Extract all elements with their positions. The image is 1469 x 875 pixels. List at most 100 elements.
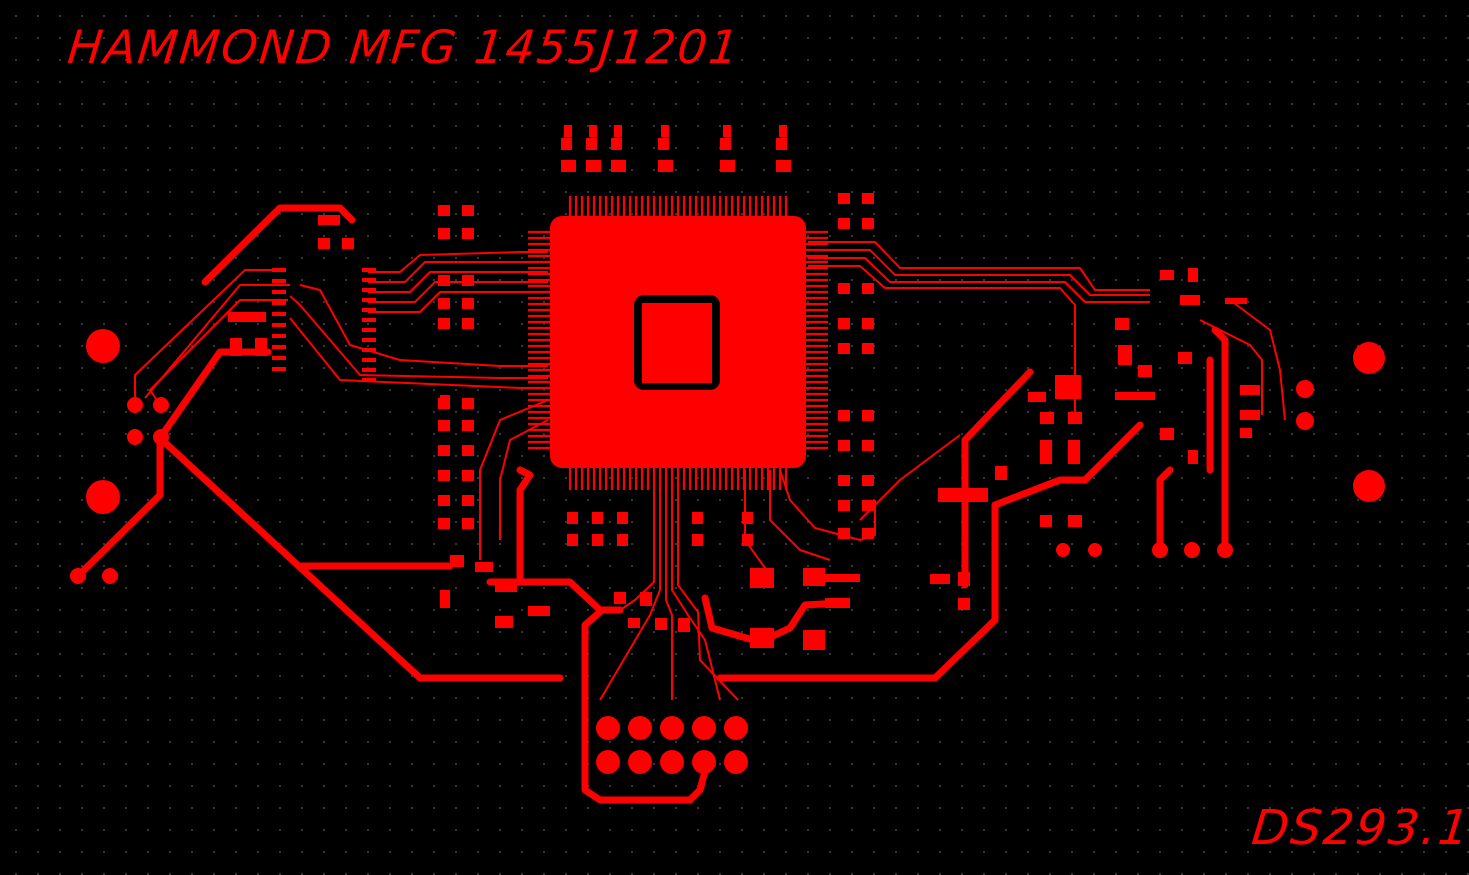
pad-right-3	[1152, 542, 1168, 558]
smd-pad	[450, 555, 464, 567]
smd-pad	[825, 574, 860, 582]
smd-pad	[628, 618, 640, 628]
trace-sig-13	[808, 257, 1150, 303]
smd-pad	[1068, 412, 1082, 424]
smd-stub	[723, 125, 731, 137]
smd-resistor	[838, 283, 850, 294]
smd-pad	[228, 312, 266, 322]
trace-right-col2	[1211, 326, 1229, 554]
smd-capacitor	[692, 534, 703, 546]
pad-right-6	[1056, 543, 1070, 557]
smd-pad	[1138, 365, 1152, 377]
mount-hole-right-top	[1353, 342, 1385, 374]
trace-sig-1	[134, 269, 285, 405]
smd-resistor	[462, 470, 474, 481]
smd-inductor	[750, 568, 774, 588]
ic-pin	[362, 378, 376, 382]
smd-resistor	[438, 275, 450, 286]
smd-pad	[938, 488, 988, 502]
smd-resistor	[438, 228, 450, 239]
ic-pin	[362, 278, 376, 282]
smd-resistor	[342, 238, 354, 249]
smd-pad	[614, 592, 626, 604]
smd-pad	[1180, 295, 1200, 305]
pad-right-7	[1088, 543, 1102, 557]
ic-pin	[272, 268, 286, 272]
smd-pad	[995, 466, 1007, 480]
smd-capacitor	[692, 512, 703, 524]
smd-resistor	[838, 410, 850, 421]
pad-left-5	[70, 568, 86, 584]
smd-resistor	[838, 343, 850, 354]
smd-pad	[528, 606, 550, 616]
smd-resistor	[838, 193, 850, 204]
smd-capacitor	[776, 138, 787, 150]
pad-right-5	[1217, 542, 1233, 558]
smd-pad	[1028, 392, 1046, 402]
ic-pin	[272, 279, 286, 283]
smd-pad	[230, 338, 242, 356]
smd-resistor	[438, 205, 450, 216]
ic-pin	[272, 356, 286, 360]
trace-sig-28	[499, 419, 549, 540]
smd-capacitor	[720, 138, 731, 150]
mount-hole-left-bottom	[86, 480, 120, 514]
smd-pad	[561, 160, 576, 172]
header-pin	[628, 716, 652, 740]
header-pin	[660, 716, 684, 740]
mount-hole-right-bottom	[1353, 470, 1385, 502]
smd-capacitor	[561, 138, 572, 150]
trace-right-vert	[961, 368, 1034, 589]
smd-capacitor	[742, 534, 753, 546]
through-hole-pads	[70, 329, 1385, 584]
smd-pad	[586, 160, 601, 172]
smd-stub	[779, 125, 787, 137]
smd-capacitor	[567, 512, 578, 524]
smd-pad	[930, 574, 950, 584]
smd-pad	[1240, 385, 1260, 395]
pad-right-2	[1296, 412, 1314, 430]
pad-right-4	[1184, 542, 1200, 558]
smd-resistor	[438, 420, 450, 431]
smd-resistor	[862, 475, 874, 486]
ic-pin	[272, 312, 286, 316]
smd-resistor	[462, 445, 474, 456]
trace-bottom-left	[156, 434, 564, 682]
header-pin	[692, 750, 716, 774]
mcu-center-pad	[642, 303, 712, 383]
ic-pin	[362, 318, 376, 322]
ic-pin	[272, 345, 286, 349]
smd-resistor	[862, 410, 874, 421]
trace-sig-25	[769, 470, 831, 561]
smd-pad	[495, 616, 513, 628]
trace-usb-shield	[581, 608, 712, 804]
trace-sig-12	[808, 249, 1150, 296]
smd-pad	[678, 618, 690, 632]
smd-pad	[1115, 392, 1155, 400]
smd-resistor	[838, 528, 850, 539]
programming-header	[596, 716, 748, 774]
pad-left-1	[127, 397, 143, 413]
smd-resistor	[838, 475, 850, 486]
mount-hole-left-top	[86, 329, 120, 363]
smd-resistor	[462, 495, 474, 506]
ic-pin	[362, 368, 376, 372]
trace-sig-23	[619, 470, 655, 611]
smd-capacitor	[617, 512, 628, 524]
smd-capacitor	[592, 534, 603, 546]
header-pin	[724, 716, 748, 740]
trace-sig-15	[808, 241, 1150, 291]
smd-pad	[440, 590, 450, 608]
header-pin	[596, 750, 620, 774]
pad-left-4	[153, 429, 169, 445]
smd-inductor	[750, 628, 774, 648]
ic-pin	[362, 348, 376, 352]
smd-components	[228, 125, 1260, 650]
signal-traces	[134, 241, 1286, 701]
smd-resistor	[862, 283, 874, 294]
smd-pad	[825, 598, 850, 608]
ic-qfn	[1055, 375, 1081, 399]
trace-sig-9	[368, 271, 548, 293]
